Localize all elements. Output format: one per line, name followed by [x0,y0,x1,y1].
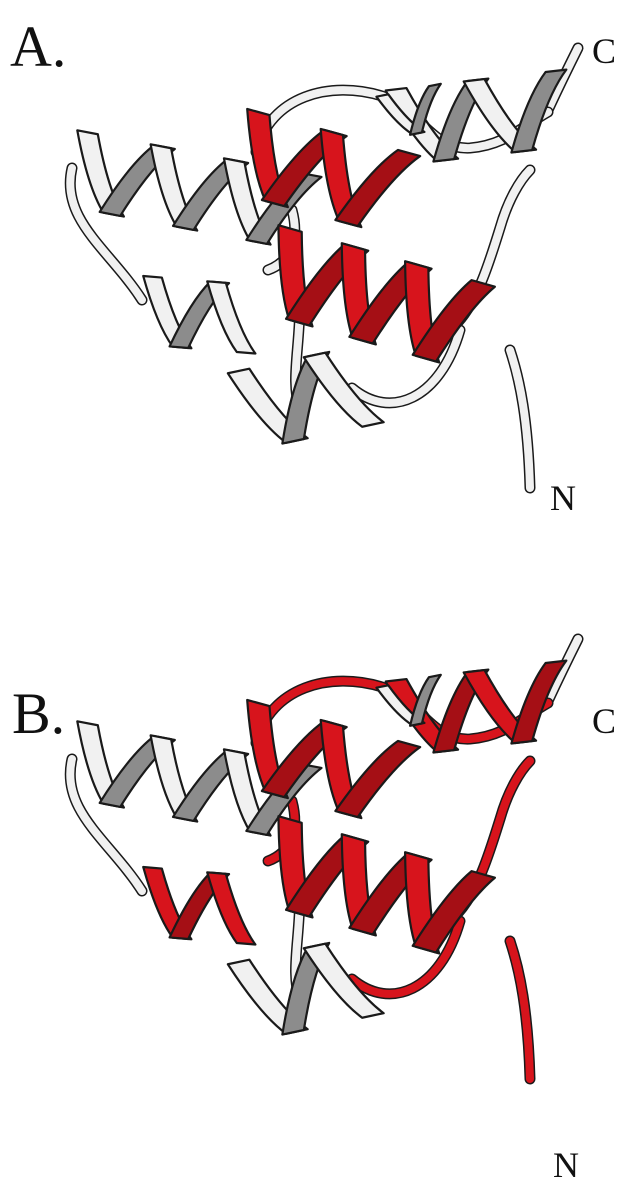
helix-turn [511,661,566,744]
helix-turn [207,281,255,353]
ribbon-structure-b [0,591,639,1182]
helix-5 [143,867,255,945]
helix-3 [278,816,494,953]
helix-turn [304,944,384,1018]
helix-turn [207,872,255,944]
helix-turn [304,353,384,427]
helix-turn [511,70,566,153]
helix-5 [143,276,255,354]
helix-3 [278,225,494,362]
ribbon-structure-a [0,0,639,591]
